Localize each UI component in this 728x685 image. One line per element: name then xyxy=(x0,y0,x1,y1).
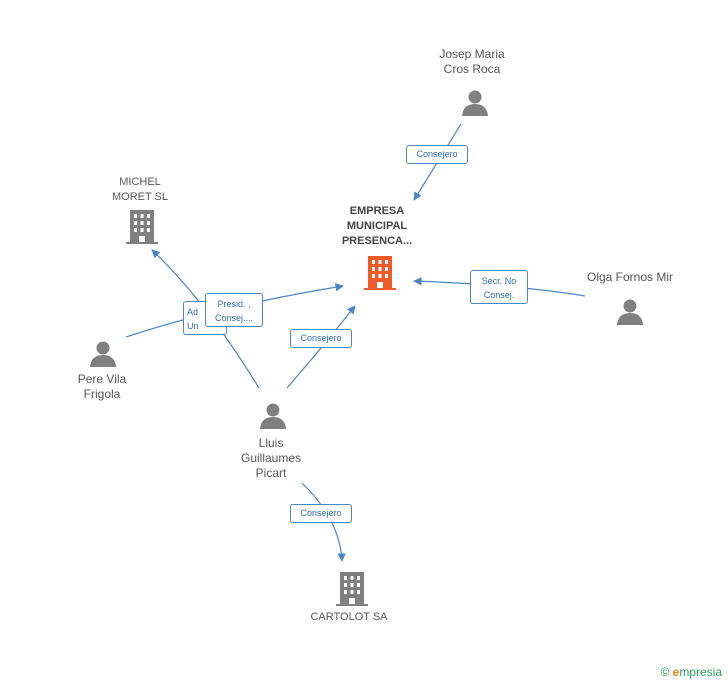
person-icon[interactable] xyxy=(89,339,117,367)
node-label-line: CARTOLOT SA xyxy=(310,611,388,623)
node-label-center[interactable]: EMPRESA MUNICIPAL PRESENCA... xyxy=(322,204,432,249)
person-icon[interactable] xyxy=(616,297,644,325)
node-label-olga[interactable]: Olga Fornos Mir xyxy=(575,270,685,285)
relation-text: Ad xyxy=(187,307,199,317)
relation-text: Consej.... xyxy=(214,313,254,323)
node-label-line: MICHEL xyxy=(119,176,161,188)
node-label-line: Picart xyxy=(255,466,287,480)
copyright-icon: © xyxy=(660,665,670,679)
node-label-line: EMPRESA xyxy=(349,205,405,217)
person-icon[interactable] xyxy=(259,401,287,429)
node-label-cartolot[interactable]: CARTOLOT SA xyxy=(299,610,399,625)
relation-text: Consejero xyxy=(300,333,342,343)
node-label-lluis[interactable]: Lluis Guillaumes Picart xyxy=(221,436,321,481)
relation-badge-lluis-center[interactable]: Consejero xyxy=(290,329,352,348)
brand-footer[interactable]: © empresia xyxy=(660,665,722,679)
relation-text: Secr. No xyxy=(481,276,517,286)
brand-logo-initial: e xyxy=(672,665,680,679)
node-label-line: Guillaumes xyxy=(240,451,302,465)
relation-badge-pere-center[interactable]: Presid. , Consej.... xyxy=(205,293,263,327)
relation-badge-josep[interactable]: Consejero xyxy=(406,145,468,164)
building-icon[interactable] xyxy=(364,256,396,290)
node-label-line: Josep Maria xyxy=(439,47,505,61)
node-label-line: Olga Fornos Mir xyxy=(586,270,674,284)
node-label-line: Cros Roca xyxy=(443,62,501,76)
relation-badge-lluis-cartolot[interactable]: Consejero xyxy=(290,504,352,523)
person-icon[interactable] xyxy=(461,88,489,116)
relation-text: Presid. , xyxy=(217,299,251,309)
node-label-line: Pere Vila xyxy=(77,372,127,386)
relation-text: Un xyxy=(187,321,199,331)
node-label-josep[interactable]: Josep Maria Cros Roca xyxy=(420,47,524,77)
node-label-line: Lluis xyxy=(258,436,284,450)
relation-text: Consej. xyxy=(483,290,515,300)
relation-text: Consejero xyxy=(300,508,342,518)
node-label-line: Frigola xyxy=(83,387,121,401)
building-icon[interactable] xyxy=(126,210,158,244)
node-label-michel[interactable]: MICHEL MORET SL xyxy=(100,175,180,205)
node-label-line: MORET SL xyxy=(111,191,169,203)
edge-lluis-center xyxy=(286,305,356,389)
building-icon[interactable] xyxy=(336,572,368,606)
node-label-line: PRESENCA... xyxy=(341,235,413,247)
relation-badge-olga[interactable]: Secr. No Consej. xyxy=(470,270,528,304)
relation-text: Consejero xyxy=(416,149,458,159)
brand-logo-text: mpresia xyxy=(679,665,722,679)
node-label-pere[interactable]: Pere Vila Frigola xyxy=(56,372,148,402)
node-label-line: MUNICIPAL xyxy=(346,220,408,232)
